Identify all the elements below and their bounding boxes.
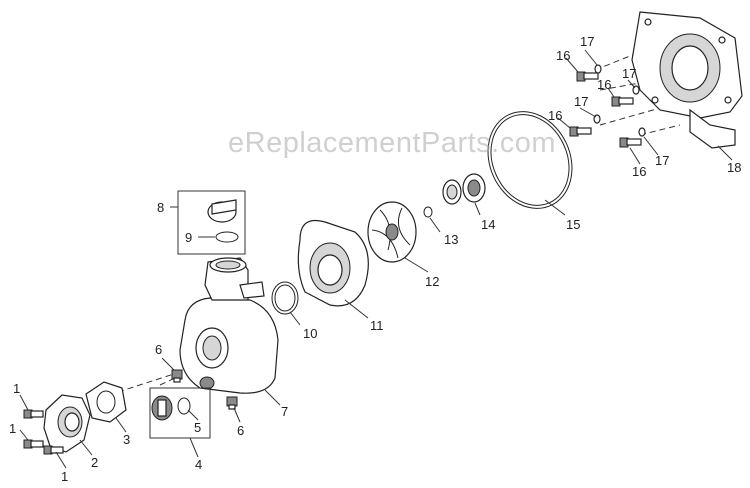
large-o-ring	[487, 111, 573, 209]
impeller	[367, 201, 417, 263]
callout-number: 16	[556, 48, 570, 63]
gasket-hole	[96, 390, 116, 414]
callout-number: 7	[281, 404, 288, 419]
large-o-ring-inner	[490, 114, 570, 206]
callout-number: 11	[370, 318, 384, 333]
drain-plug	[226, 396, 238, 410]
washer	[638, 127, 646, 137]
callout-number: 17	[580, 34, 594, 49]
callout-number: 16	[632, 164, 646, 179]
leader-line	[404, 257, 429, 273]
leader-line	[55, 451, 67, 469]
bolt	[23, 409, 44, 419]
callout-number: 10	[303, 326, 317, 341]
bolt	[43, 445, 64, 455]
callout-number: 13	[444, 232, 458, 247]
leader-line	[557, 117, 571, 129]
callout-number: 15	[566, 217, 580, 232]
leader-line	[264, 389, 281, 406]
leader-line	[474, 202, 481, 216]
callout-number: 12	[425, 274, 439, 289]
leader-line	[19, 429, 29, 441]
axis-line	[599, 107, 661, 126]
leader-line	[627, 79, 636, 89]
callout-number: 6	[155, 342, 162, 357]
leader-line	[344, 299, 369, 319]
inlet-gasket	[85, 381, 127, 423]
callout-number: 6	[237, 423, 244, 438]
callout-number: 16	[548, 108, 562, 123]
leader-line	[187, 409, 199, 421]
leader-line	[565, 57, 579, 73]
leader-line	[629, 147, 641, 165]
callout-number: 16	[597, 77, 611, 92]
callout-number: 1	[9, 421, 16, 436]
callout-number: 8	[157, 200, 164, 215]
bolt	[619, 137, 642, 148]
mechanical-seal	[442, 173, 486, 205]
callout-number: 9	[185, 230, 192, 245]
inlet-flange	[43, 394, 91, 453]
leader-line	[544, 199, 566, 216]
callout-number: 17	[655, 153, 669, 168]
leader-line	[717, 145, 733, 161]
small-o-ring	[423, 206, 433, 218]
leader-line	[189, 437, 199, 458]
cap-o-ring	[215, 231, 239, 243]
bolt	[23, 439, 44, 449]
callout-number: 17	[622, 66, 636, 81]
leader-line	[79, 439, 93, 456]
leader-line	[289, 311, 301, 326]
fill-cap	[207, 199, 237, 223]
priming-plug	[151, 395, 173, 421]
callout-group-box	[177, 190, 246, 255]
callout-group-box	[149, 387, 211, 439]
callout-number: 4	[195, 457, 202, 472]
leader-line	[19, 394, 29, 411]
leader-line	[429, 217, 441, 233]
leader-line	[579, 107, 597, 118]
callout-number: 17	[574, 94, 588, 109]
bolt	[611, 96, 634, 107]
plug-o-ring	[177, 397, 191, 415]
leader-line	[233, 407, 241, 423]
leader-line	[584, 49, 598, 66]
bracket-flange	[631, 11, 743, 149]
volute-diffuser	[297, 219, 369, 307]
bolt	[576, 71, 599, 82]
callout-number: 2	[91, 455, 98, 470]
o-ring	[271, 281, 299, 315]
leader-line	[607, 87, 615, 98]
axis-line	[639, 124, 681, 136]
callout-number: 3	[123, 432, 130, 447]
callout-number: 5	[194, 420, 201, 435]
leader-line	[161, 357, 175, 371]
o-ring-inner	[274, 284, 296, 312]
washer	[594, 64, 602, 74]
axis-line	[599, 81, 646, 91]
pump-casing	[179, 257, 279, 394]
callout-number: 1	[61, 469, 68, 484]
callout-number: 14	[481, 217, 495, 232]
leader-line	[115, 417, 127, 433]
drain-plug	[171, 369, 183, 383]
callout-number: 1	[13, 381, 20, 396]
bolt	[569, 126, 592, 137]
axis-line	[117, 371, 181, 393]
callout-number: 18	[727, 160, 741, 175]
leader-line	[643, 136, 659, 156]
